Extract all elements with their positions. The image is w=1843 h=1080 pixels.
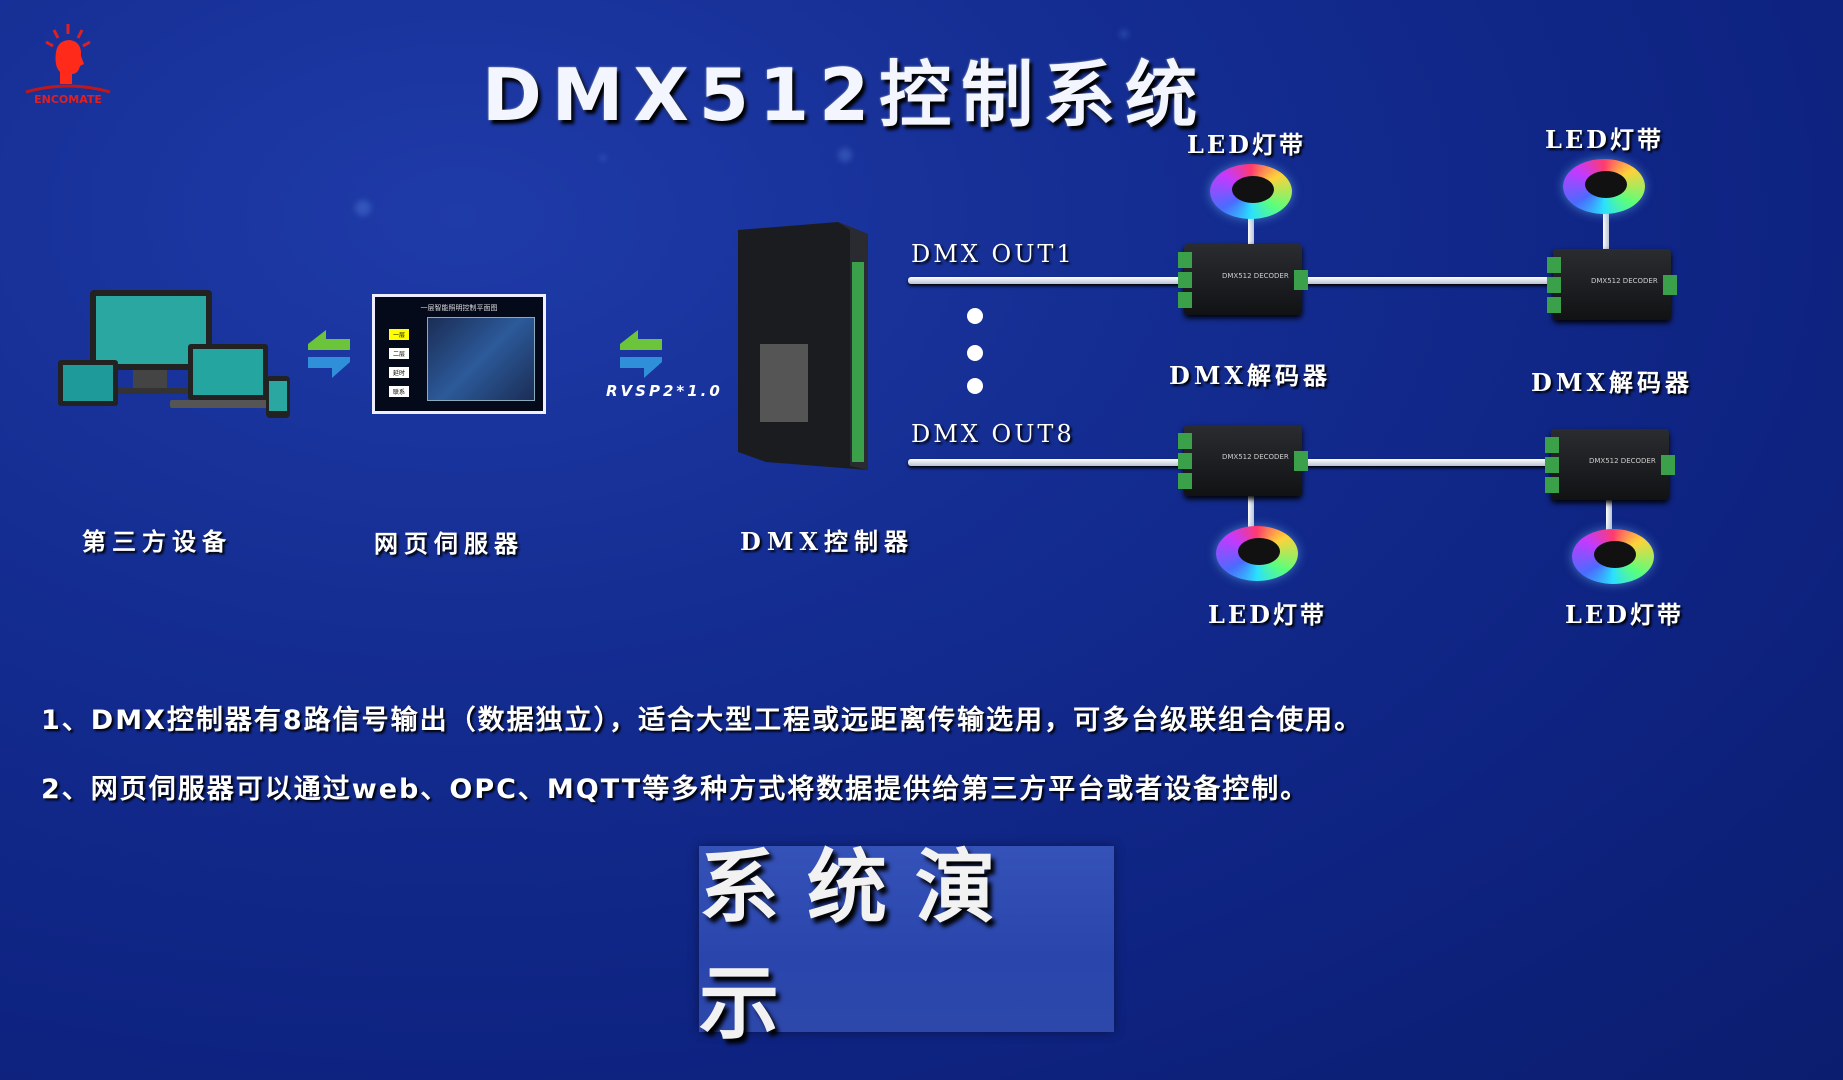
led-strip-reel-icon: [1572, 529, 1654, 584]
led-wire: [1248, 210, 1254, 250]
svg-text:ENCOMATE: ENCOMATE: [34, 93, 102, 106]
ellipsis-dot: [967, 345, 983, 361]
dmx-decoder: DMX512 DECODER: [1178, 425, 1308, 496]
led-wire: [1248, 490, 1254, 530]
system-demo-label: 系统演示: [699, 840, 1023, 1050]
web-server-screen: 一层智能照明控制平面图 一层 二层 延时 联系: [372, 294, 546, 414]
led-strip-reel-icon: [1563, 159, 1645, 214]
page-title: DMX512控制系统: [482, 53, 1208, 137]
web-server-label: 网页伺服器: [374, 529, 524, 558]
decoder-print: DMX512 DECODER: [1589, 457, 1656, 465]
decoder-label: DMX解码器: [1169, 361, 1331, 390]
screen-button: 联系: [389, 386, 410, 397]
led-strip-reel-icon: [1216, 526, 1298, 581]
led-wire: [1603, 210, 1609, 250]
star-glow: [838, 148, 852, 162]
output-label-8: DMX OUT8: [911, 420, 1075, 448]
system-demo-button[interactable]: 系统演示: [699, 840, 1114, 1050]
led-label: LED灯带: [1545, 125, 1664, 154]
screen-button: 延时: [389, 367, 410, 378]
led-label: LED灯带: [1208, 600, 1327, 629]
star-glow: [1120, 30, 1128, 38]
ellipsis-dot: [967, 378, 983, 394]
led-label: LED灯带: [1187, 130, 1306, 159]
star-glow: [355, 200, 371, 216]
dmx-decoder: DMX512 DECODER: [1547, 249, 1677, 320]
star-glow: [600, 155, 606, 161]
dmx-controller-image: [738, 222, 868, 470]
sync-arrows-icon: [308, 330, 350, 382]
protocol-label: RVSP2*1.0: [606, 382, 723, 400]
dmx-decoder: DMX512 DECODER: [1178, 244, 1308, 315]
led-label: LED灯带: [1565, 600, 1684, 629]
decoder-print: DMX512 DECODER: [1591, 277, 1658, 285]
note-1: 1、DMX控制器有8路信号输出（数据独立），适合大型工程或远距离传输选用，可多台…: [41, 705, 1364, 736]
screen-title: 一层智能照明控制平面图: [420, 304, 498, 312]
controller-label: DMX控制器: [740, 527, 914, 556]
decoder-label: DMX解码器: [1531, 368, 1693, 397]
decoder-print: DMX512 DECODER: [1222, 272, 1289, 280]
third-party-devices-image: [58, 288, 296, 430]
led-wire: [1606, 494, 1612, 534]
note-2: 2、网页伺服器可以通过web、OPC、MQTT等多种方式将数据提供给第三方平台或…: [41, 774, 1310, 805]
sync-arrows-icon: [620, 330, 662, 382]
led-strip-reel-icon: [1210, 164, 1292, 219]
output-label-1: DMX OUT1: [911, 240, 1075, 268]
dmx-decoder: DMX512 DECODER: [1545, 429, 1675, 500]
floor-plan: [427, 317, 535, 401]
ellipsis-dot: [967, 308, 983, 324]
screen-button: 一层: [389, 329, 410, 340]
screen-button: 二层: [389, 348, 410, 359]
third-party-label: 第三方设备: [82, 527, 232, 556]
decoder-print: DMX512 DECODER: [1222, 453, 1289, 461]
company-logo: ENCOMATE: [18, 22, 118, 108]
